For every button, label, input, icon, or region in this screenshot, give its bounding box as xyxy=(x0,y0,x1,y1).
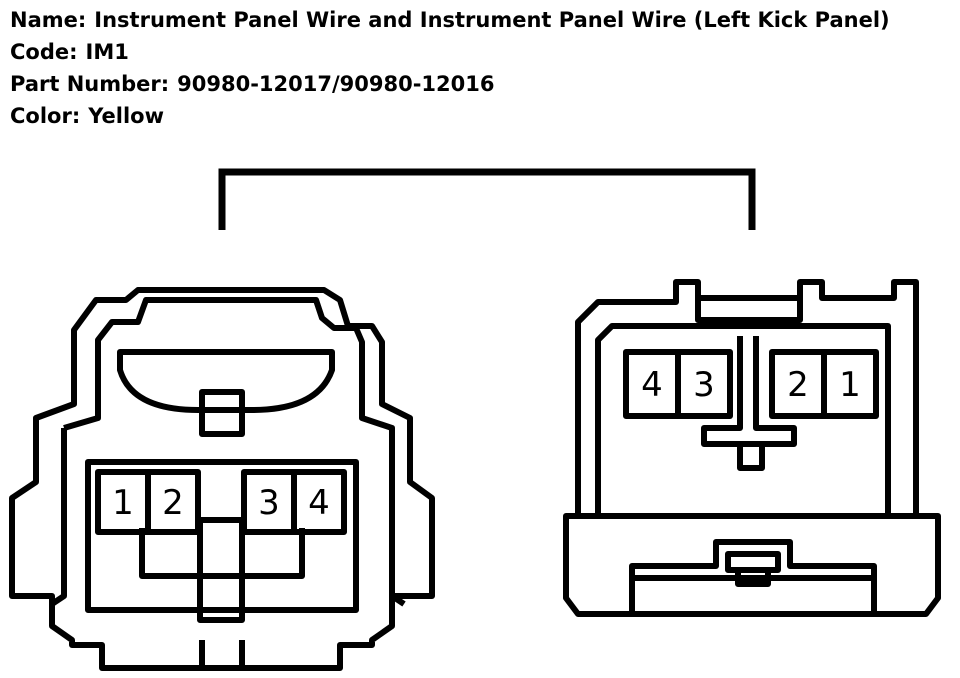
name-value: Instrument Panel Wire and Instrument Pan… xyxy=(94,8,890,32)
right-pin-cell-3 xyxy=(675,349,733,419)
right-pin-label-4: 4 xyxy=(641,365,663,405)
left-pin-label-2: 2 xyxy=(162,483,184,523)
left-connector-inner-shell xyxy=(50,297,406,607)
mating-bracket xyxy=(218,168,756,230)
right-pin-cell-1 xyxy=(821,349,879,419)
left-connector-latch-tab xyxy=(199,389,245,437)
left-connector-center-divider xyxy=(139,528,305,579)
code-label: Code: xyxy=(10,40,78,64)
left-connector-outer-shell xyxy=(9,287,435,671)
name-label: Name: xyxy=(10,8,87,32)
part-number-row: Part Number: 90980-12017/90980-12016 xyxy=(10,68,890,100)
right-connector-lower-body xyxy=(563,513,941,617)
right-connector-stem-foot xyxy=(737,441,765,471)
left-connector-center-rib xyxy=(197,517,245,623)
right-connector-lower-slot xyxy=(629,539,877,612)
left-connector-key-slot xyxy=(85,459,359,613)
left-connector-latch xyxy=(117,349,335,413)
right-pin-label-3: 3 xyxy=(693,365,715,405)
connector-info-header: Name: Instrument Panel Wire and Instrumen… xyxy=(10,4,890,132)
left-pin-label-1: 1 xyxy=(112,483,134,523)
right-pin-label-2: 2 xyxy=(787,365,809,405)
color-row: Color: Yellow xyxy=(10,100,890,132)
right-connector-top-bar xyxy=(695,295,803,323)
left-pin-label-3: 3 xyxy=(258,483,280,523)
part-number-label: Part Number: xyxy=(10,72,170,96)
name-row: Name: Instrument Panel Wire and Instrumen… xyxy=(10,4,890,36)
left-pin-cell-4 xyxy=(291,469,347,535)
right-connector-lower-slot-inner xyxy=(632,551,874,587)
right-pin-label-1: 1 xyxy=(839,365,861,405)
color-label: Color: xyxy=(10,104,81,128)
color-value: Yellow xyxy=(88,104,164,128)
part-number-value: 90980-12017/90980-12016 xyxy=(177,72,495,96)
left-connector-bottom-tabs xyxy=(199,640,245,668)
left-connector xyxy=(9,287,435,671)
code-row: Code: IM1 xyxy=(10,36,890,68)
left-pin-cell-2 xyxy=(145,469,201,535)
right-connector xyxy=(563,279,941,617)
code-value: IM1 xyxy=(85,40,129,64)
right-connector-inner-shell xyxy=(595,323,891,516)
left-pin-label-4: 4 xyxy=(308,483,330,523)
